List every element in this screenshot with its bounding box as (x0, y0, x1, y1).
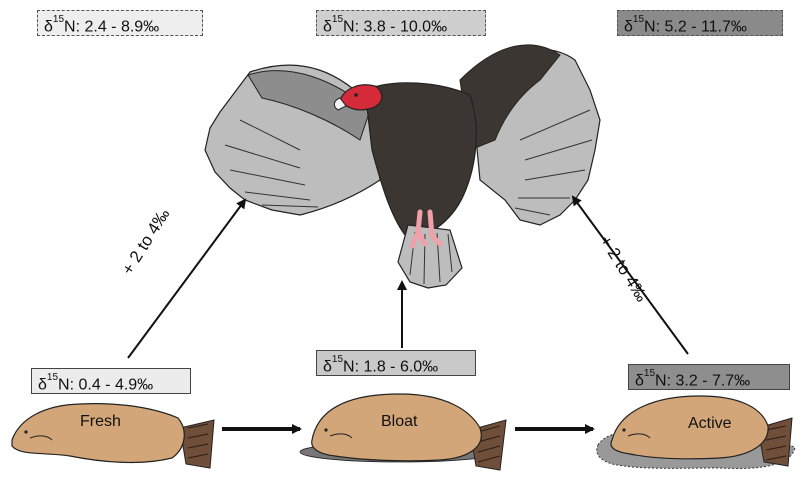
stage-label-fresh: δ15N: 0.4 - 4.9‰ (31, 368, 191, 394)
vulture-range-text: N: 3.8 - 10.0‰ (343, 18, 447, 35)
stage-label-active: δ15N: 3.2 - 7.7‰ (628, 364, 790, 390)
delta-symbol: δ (323, 358, 332, 375)
delta-symbol: δ (624, 18, 633, 35)
isotope-superscript: 15 (633, 14, 644, 25)
delta-symbol: δ (38, 376, 47, 393)
vulture-range-text: N: 2.4 - 8.9‰ (64, 18, 159, 35)
isotope-superscript: 15 (47, 372, 58, 383)
isotope-superscript: 15 (53, 14, 64, 25)
stage-label-bloat: δ15N: 1.8 - 6.0‰ (316, 350, 476, 376)
stage-range-text: N: 3.2 - 7.7‰ (655, 372, 750, 389)
isotope-superscript: 15 (332, 14, 343, 25)
vulture-label-active: δ15N: 5.2 - 11.7‰ (617, 10, 783, 36)
vulture-label-bloat: δ15N: 3.8 - 10.0‰ (316, 10, 486, 36)
stage-name-fresh: Fresh (80, 413, 121, 431)
vulture-label-fresh: δ15N: 2.4 - 8.9‰ (37, 10, 203, 36)
delta-symbol: δ (323, 18, 332, 35)
vulture-illustration (205, 45, 600, 288)
stage-range-text: N: 1.8 - 6.0‰ (343, 358, 438, 375)
stage-range-text: N: 0.4 - 4.9‰ (58, 376, 153, 393)
delta-symbol: δ (635, 372, 644, 389)
stage-name-active: Active (688, 415, 732, 433)
stage-name-bloat: Bloat (381, 413, 417, 431)
beaver-bloat (300, 394, 506, 470)
isotope-superscript: 15 (332, 354, 343, 365)
isotope-superscript: 15 (644, 368, 655, 379)
vulture-range-text: N: 5.2 - 11.7‰ (644, 18, 747, 35)
delta-symbol: δ (44, 18, 53, 35)
